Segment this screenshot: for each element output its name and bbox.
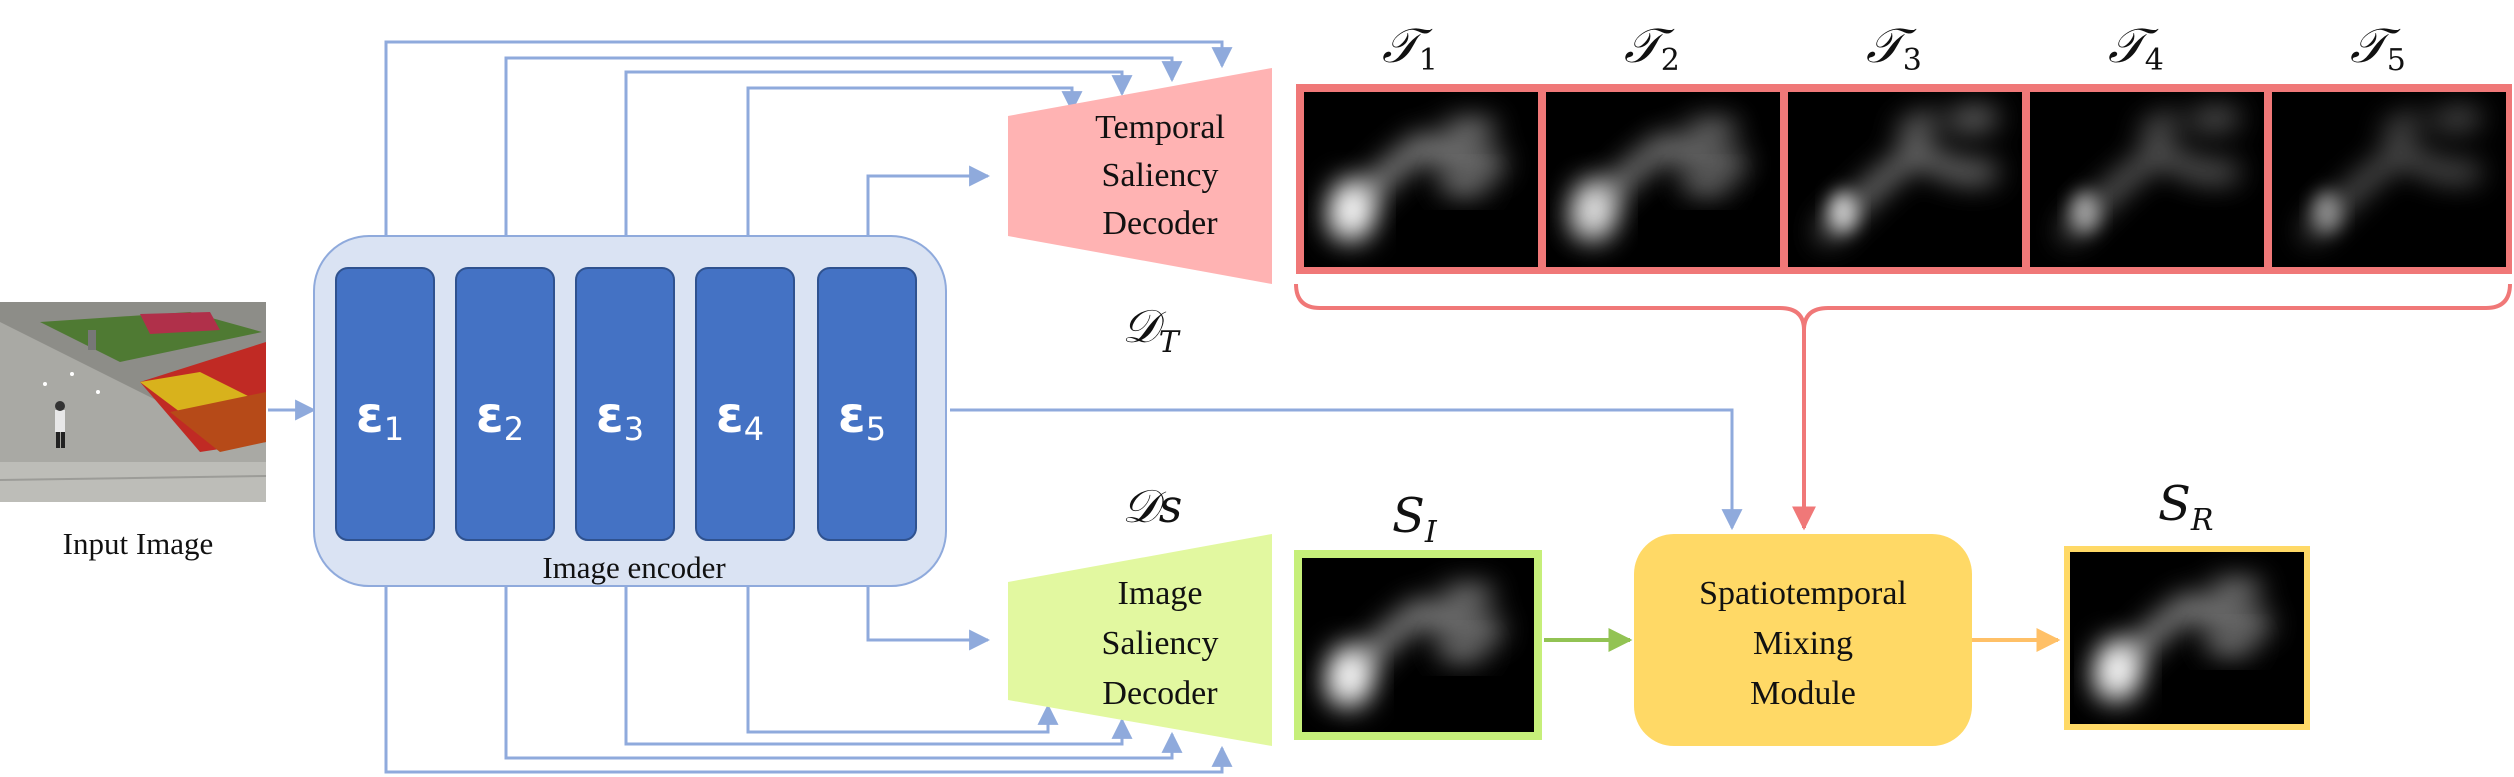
encoder-block-2: ε2: [455, 267, 555, 541]
skip-connections-bottom: [384, 540, 1233, 774]
encoder-symbol: ε: [356, 386, 384, 444]
temporal-maps-strip: [1296, 84, 2512, 274]
encoder-block-5: ε5: [817, 267, 917, 541]
temporal-decoder-line3: Decoder: [1102, 205, 1218, 242]
encoder-block-3: ε3: [575, 267, 675, 541]
input-image-label: Input Image: [63, 526, 214, 561]
image-decoder-line2: Saliency: [1101, 625, 1218, 662]
temporal-map-label-3: 𝒯3: [1866, 18, 1922, 78]
encoder-symbol: ε: [716, 386, 744, 444]
result-saliency-map-label: SR: [2158, 476, 2213, 538]
temporal-decoder-symbol: 𝒟T: [1122, 299, 1181, 360]
spatiotemporal-mixing-module: Spatiotemporal Mixing Module: [1634, 534, 1972, 746]
image-encoder: ε1 ε2 ε3 ε4 ε5 Image encoder: [313, 235, 947, 587]
encoder-block-4: ε4: [695, 267, 795, 541]
temporal-map-3: [1788, 92, 2022, 267]
encoder-subscript: 1: [384, 410, 404, 448]
svg-text:ε5: ε5: [838, 386, 886, 448]
encoder-label: Image encoder: [542, 550, 726, 585]
temporal-map-labels: 𝒯1 𝒯2 𝒯3 𝒯4 𝒯5: [1382, 18, 2406, 78]
temporal-maps-brace: [1294, 283, 2512, 531]
encoder-subscript: 4: [744, 410, 764, 448]
image-decoder-symbol: 𝒟s: [1122, 479, 1182, 533]
temporal-map-label-2: 𝒯2: [1624, 18, 1680, 78]
temporal-map-2: [1546, 92, 1780, 267]
temporal-decoder-line2: Saliency: [1101, 157, 1218, 194]
svg-text:ε1: ε1: [356, 386, 404, 448]
encoder-symbol: ε: [596, 386, 624, 444]
svg-text:ε2: ε2: [476, 386, 524, 448]
result-saliency-map: [2064, 546, 2310, 730]
input-image: [0, 302, 267, 502]
temporal-decoder-line1: Temporal: [1095, 109, 1225, 146]
image-decoder-line1: Image: [1118, 575, 1203, 612]
svg-text:ε4: ε4: [716, 386, 764, 448]
temporal-saliency-decoder: Temporal Saliency Decoder 𝒟T: [1008, 68, 1272, 360]
temporal-map-label-1: 𝒯1: [1382, 18, 1438, 78]
image-saliency-decoder: Image Saliency Decoder 𝒟s: [1008, 479, 1272, 746]
temporal-map-label-5: 𝒯5: [2350, 18, 2406, 78]
encoder-subscript: 5: [866, 410, 886, 448]
encoder-symbol: ε: [476, 386, 504, 444]
encoder-subscript: 2: [504, 410, 524, 448]
temporal-map-1: [1304, 92, 1538, 267]
mixer-line2: Mixing: [1753, 625, 1853, 662]
temporal-map-5: [2272, 92, 2506, 267]
encoder-symbol: ε: [838, 386, 866, 444]
skip-connections-top: [384, 40, 1233, 270]
encoder-block-1: ε1: [335, 267, 435, 541]
mixer-line3: Module: [1750, 675, 1856, 712]
image-decoder-line3: Decoder: [1102, 675, 1218, 712]
image-saliency-map: [1294, 550, 1542, 740]
mixer-line1: Spatiotemporal: [1699, 575, 1907, 612]
encoder-subscript: 3: [624, 410, 644, 448]
image-saliency-map-label: SI: [1392, 488, 1438, 550]
temporal-map-4: [2030, 92, 2264, 267]
encoder-to-mixer-arrow: [950, 408, 1743, 531]
svg-text:ε3: ε3: [596, 386, 644, 448]
temporal-map-label-4: 𝒯4: [2108, 18, 2164, 78]
